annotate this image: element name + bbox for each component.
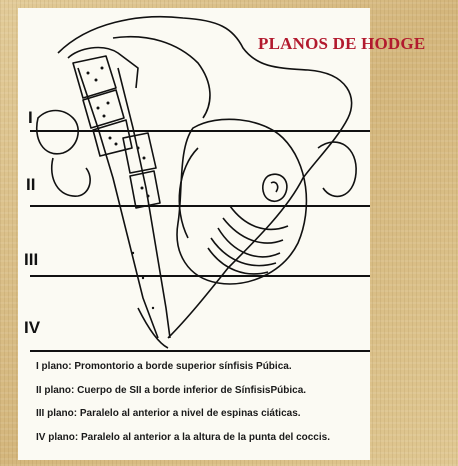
plane-label-ii: II xyxy=(26,175,35,195)
plane-label-iv: IV xyxy=(24,318,40,338)
legend: I plano: Promontorio a borde superior sí… xyxy=(36,360,376,454)
legend-item-1: I plano: Promontorio a borde superior sí… xyxy=(36,360,376,384)
diagram-title: PLANOS DE HODGE xyxy=(258,34,425,54)
plane-line-iii xyxy=(30,275,370,277)
plane-line-iv xyxy=(30,350,370,352)
legend-item-4: IV plano: Paralelo al anterior a la altu… xyxy=(36,431,376,455)
plane-line-ii xyxy=(30,205,370,207)
plane-line-i xyxy=(30,130,370,132)
legend-item-2: II plano: Cuerpo de SII a borde inferior… xyxy=(36,384,376,408)
plane-label-i: I xyxy=(28,108,33,128)
pelvis-illustration xyxy=(18,8,370,358)
legend-item-3: III plano: Paralelo al anterior a nivel … xyxy=(36,407,376,431)
plane-label-iii: III xyxy=(24,250,38,270)
